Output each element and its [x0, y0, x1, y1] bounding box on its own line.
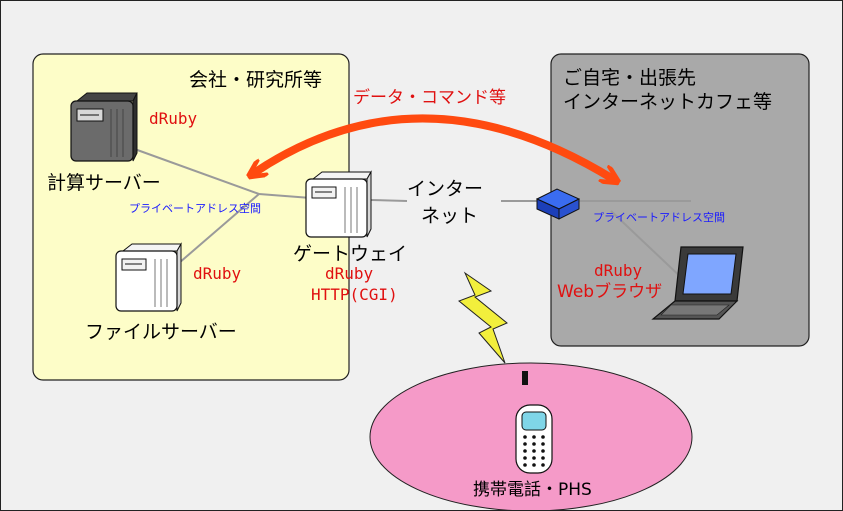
file-server-druby: dRuby	[193, 264, 242, 283]
data-flow-arrow	[254, 114, 613, 179]
lightning-bolt-icon	[458, 271, 508, 364]
gateway-druby: dRuby	[325, 264, 374, 283]
office-title: 会社・研究所等	[189, 69, 323, 91]
home-private-address: プライベートアドレス空間	[593, 211, 725, 224]
mobile-label: 携帯電話・PHS	[473, 480, 592, 500]
laptop-icon	[651, 246, 744, 320]
internet-line1: インター	[407, 178, 484, 200]
file-server-label: ファイルサーバー	[85, 321, 237, 343]
home-title-line1: ご自宅・出張先	[563, 67, 697, 89]
gateway-http: HTTP(CGI)	[311, 285, 398, 304]
router-icon	[535, 188, 581, 220]
home-title-line2: インターネットカフェ等	[563, 91, 773, 113]
client-browser: Webブラウザ	[557, 282, 663, 302]
arrow-label: データ・コマンド等	[353, 88, 506, 108]
client-druby: dRuby	[594, 261, 643, 280]
network-links	[128, 146, 691, 282]
file-server-icon	[115, 242, 182, 312]
calc-server-icon	[70, 92, 138, 162]
internet-line2: ネット	[421, 205, 479, 227]
calc-server-druby: dRuby	[149, 109, 198, 128]
gateway-icon	[305, 170, 372, 238]
gateway-label: ゲートウェイ	[293, 243, 408, 265]
calc-server-label: 計算サーバー	[47, 172, 161, 194]
mobile-phone-icon	[515, 371, 553, 474]
office-private-address: プライベートアドレス空間	[129, 202, 261, 215]
